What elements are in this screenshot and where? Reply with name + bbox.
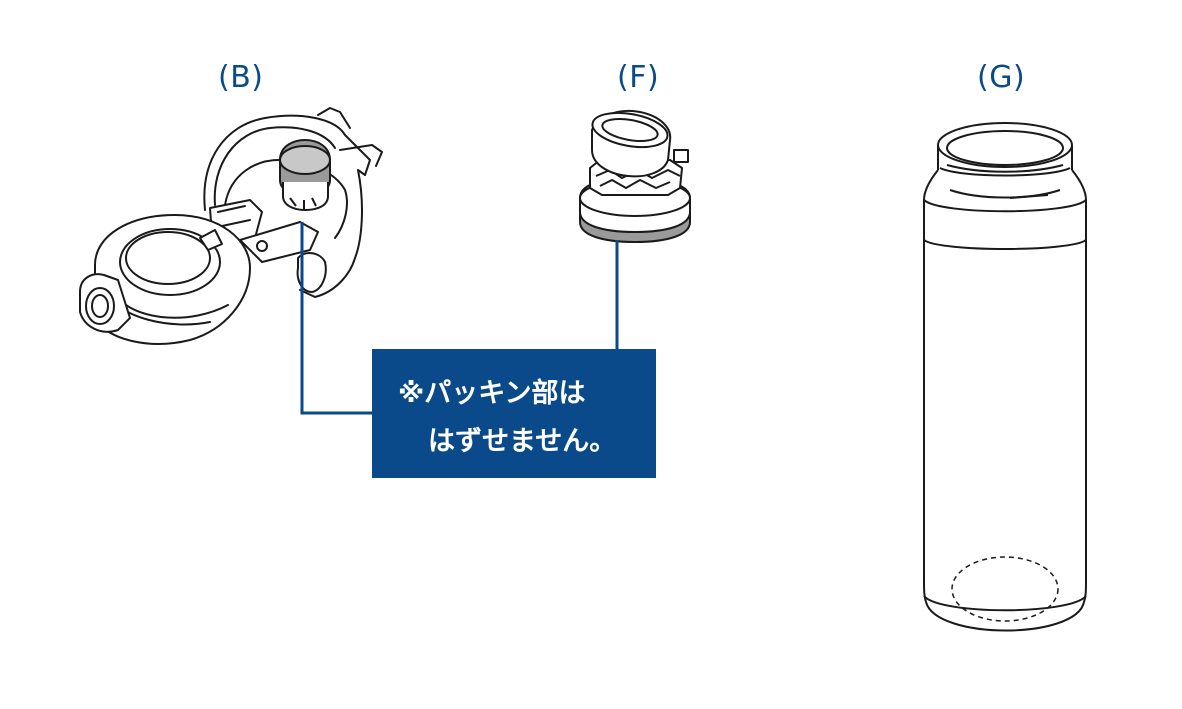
label-b: (B): [218, 60, 264, 95]
note-line-1: ※パッキン部は: [398, 378, 586, 409]
label-g: (G): [977, 60, 1026, 95]
packing-b: [279, 138, 331, 212]
bottle-part-g: [923, 122, 1087, 632]
note-box: ※パッキン部は はずせません。: [372, 349, 656, 478]
leader-lines: [300, 222, 619, 415]
note-line-2: はずせません。: [428, 426, 617, 457]
lid-part-b: [79, 107, 383, 345]
label-f: (F): [617, 60, 660, 95]
spout-part-f: [579, 110, 691, 243]
